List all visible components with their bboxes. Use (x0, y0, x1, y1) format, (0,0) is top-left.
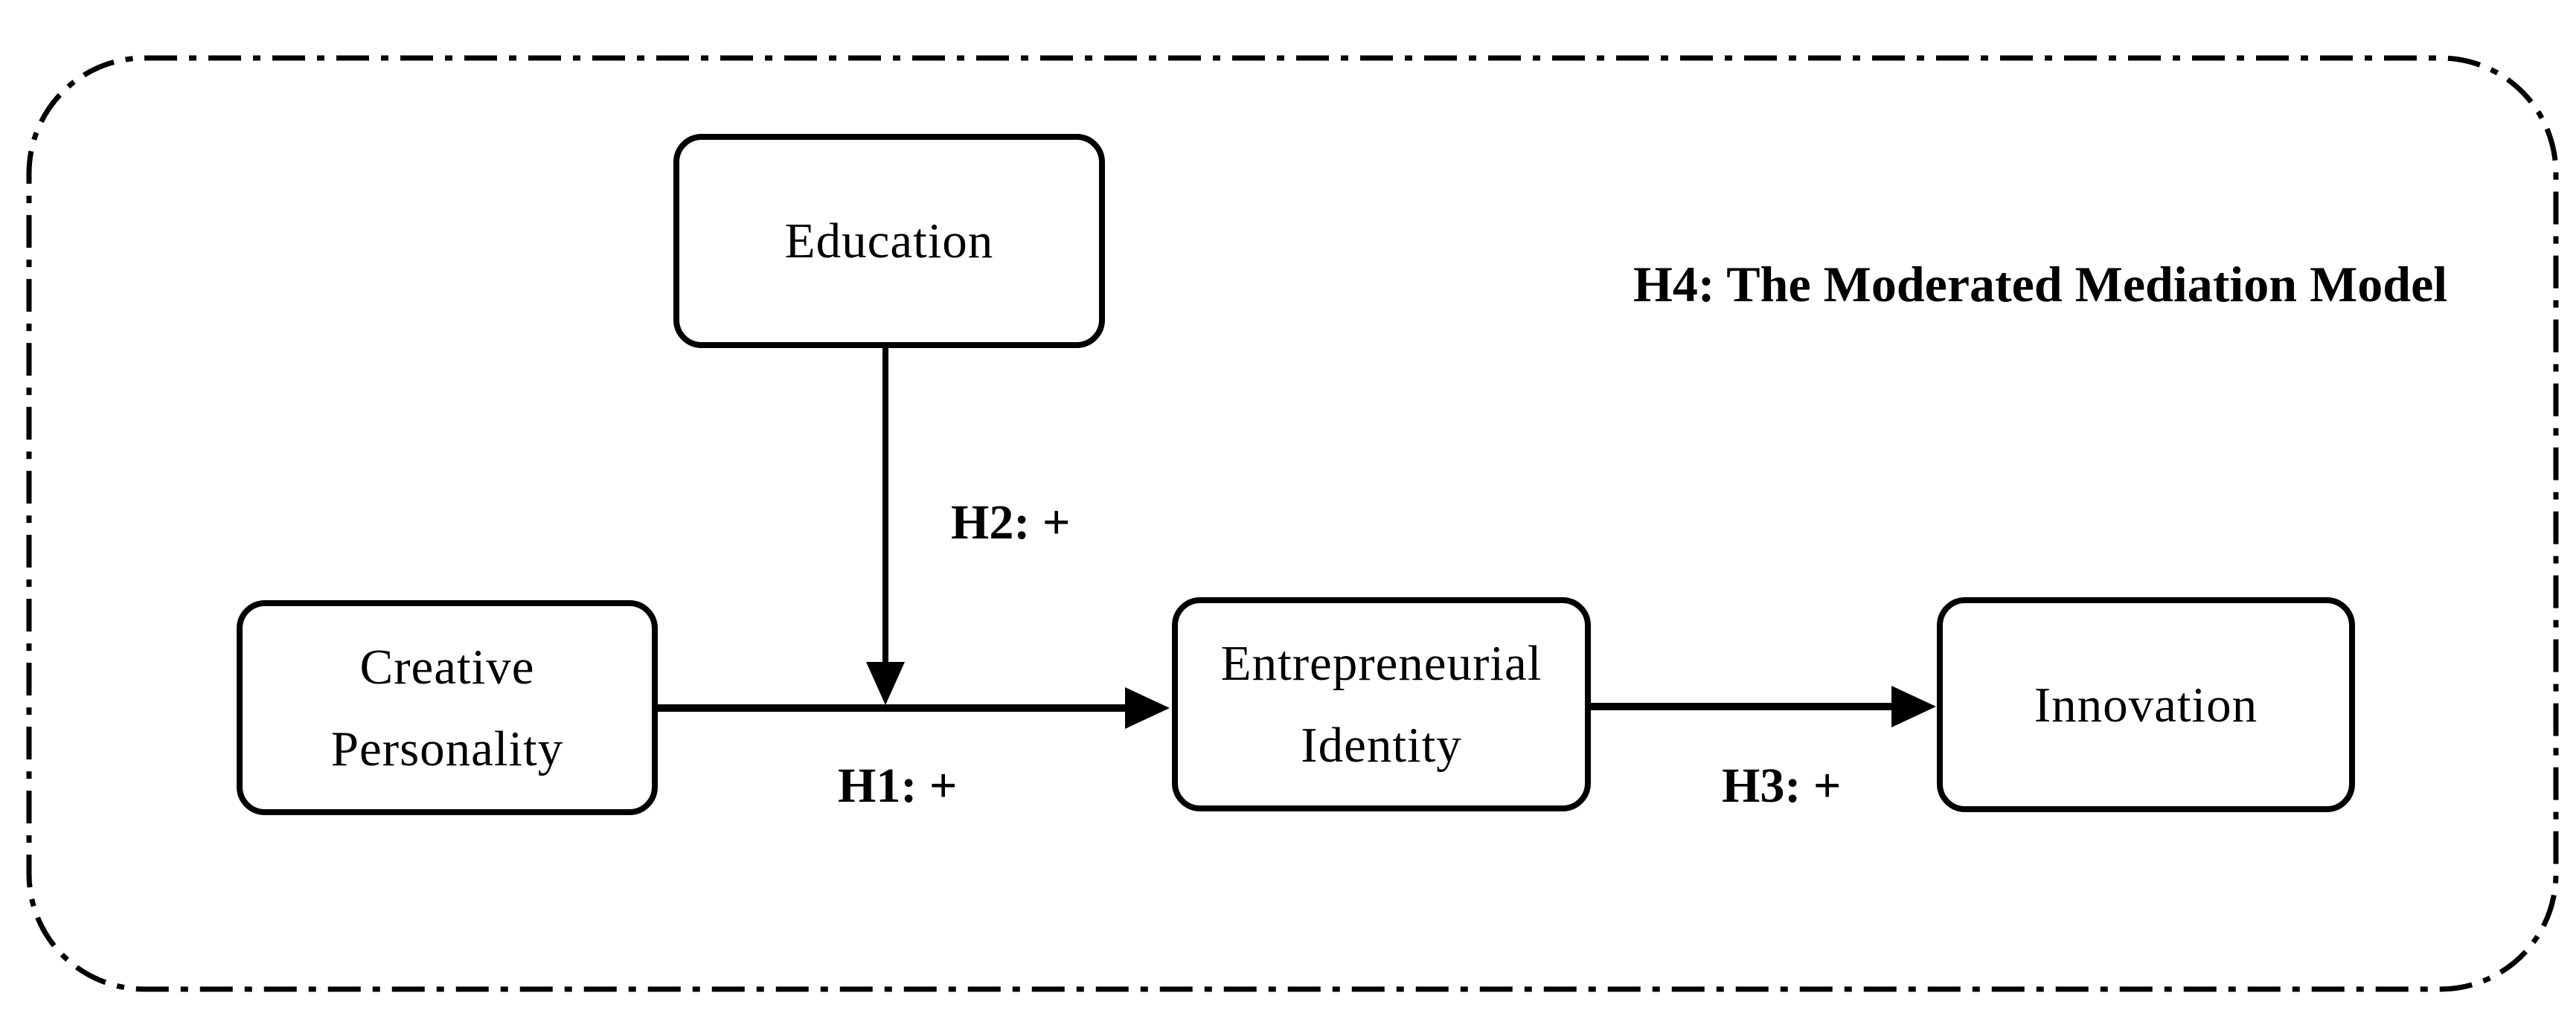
node-creative-personality: Creative Personality (237, 600, 658, 815)
edge-label-h3: H3: + (1722, 759, 1842, 813)
diagram-title: H4: The Moderated Mediation Model (1633, 256, 2448, 312)
edge-label-h1: H1: + (838, 759, 958, 813)
arrow-h2 (866, 347, 905, 705)
node-entrepreneurial-identity-label: Entrepreneurial Identity (1220, 636, 1542, 773)
arrow-h3 (1589, 686, 1936, 727)
node-education-label: Education (784, 213, 994, 268)
arrow-h1 (657, 687, 1170, 729)
node-education: Education (673, 134, 1105, 348)
edge-label-h2: H2: + (951, 495, 1071, 550)
node-creative-personality-label: Creative Personality (330, 639, 564, 776)
outer-dashdot-border (26, 55, 2559, 992)
node-entrepreneurial-identity: Entrepreneurial Identity (1172, 597, 1591, 811)
node-innovation-label: Innovation (2034, 677, 2258, 733)
node-innovation: Innovation (1937, 597, 2355, 812)
